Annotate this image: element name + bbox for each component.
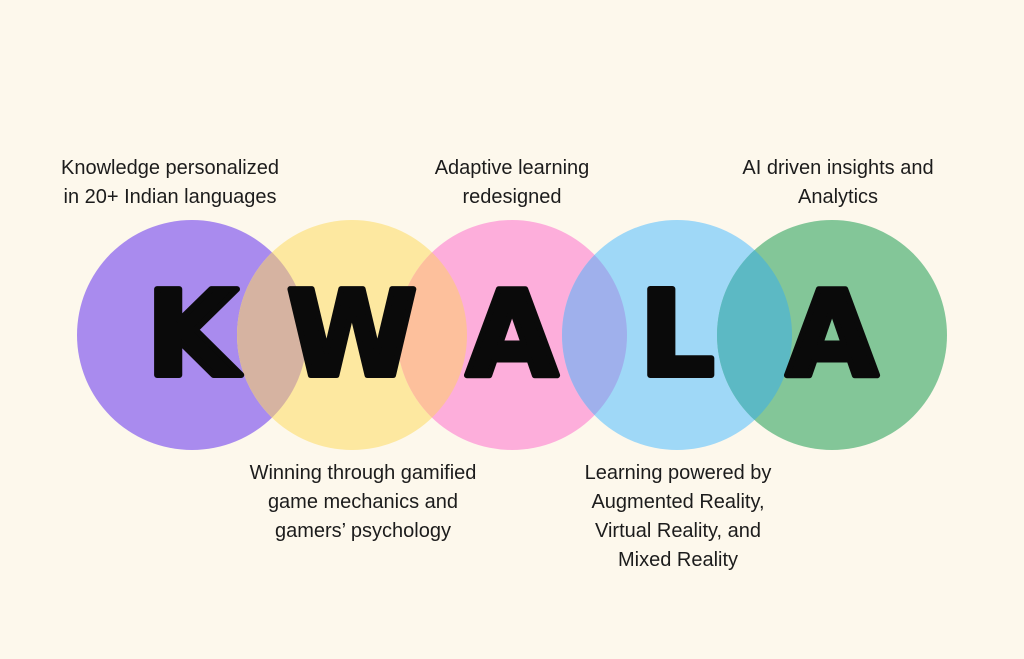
circle-a	[397, 220, 627, 450]
letter-k: K	[146, 265, 242, 403]
caption-winning: Winning through gamified game mechanics …	[249, 462, 477, 542]
letter-w: W	[287, 265, 417, 403]
caption-ai-insights: AI driven insights and Analytics	[742, 157, 934, 208]
circle-w	[237, 220, 467, 450]
overlap-l-a2	[717, 220, 792, 450]
caption-adaptive-learning: Adaptive learning redesigned	[434, 157, 590, 208]
circles-layer	[77, 220, 947, 450]
letter-a: A	[466, 265, 557, 403]
letter-l: L	[639, 265, 714, 403]
circle-k	[77, 220, 307, 450]
caption-knowledge: Knowledge personalized in 20+ Indian lan…	[61, 157, 279, 208]
caption-learning: Learning powered by Augmented Reality, V…	[584, 462, 772, 571]
letter-a2: A	[786, 265, 877, 403]
